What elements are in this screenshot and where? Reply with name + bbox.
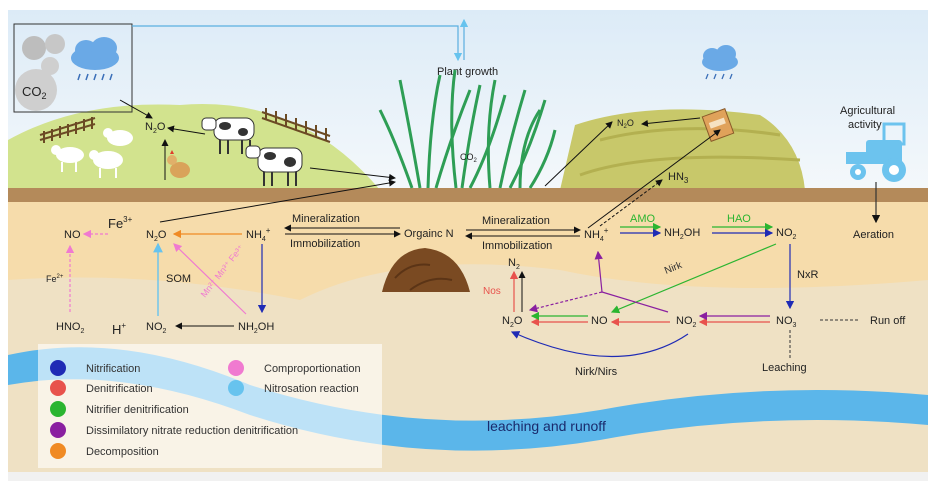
n2-label: N2 [508,257,520,271]
legend-label: Nitrification [86,363,140,375]
soil-top-layer [8,202,928,300]
nos-label: Nos [483,286,501,297]
legend-label: Comproportionation [264,363,361,375]
tractor-icon [846,122,906,182]
organic-n: Orgainc N [404,228,454,240]
co2-bubble [15,69,57,111]
nh2oh-right: NH2OH [664,227,700,241]
no-left: NO [64,229,81,241]
svg-text:CO2: CO2 [22,84,47,101]
immobilization-left: Immobilization [290,238,360,250]
fence-right [261,108,331,143]
rain-cloud-icon [71,37,119,81]
nirk-nirs-label: Nirk/Nirs [575,366,618,378]
immobilization-right: Immobilization [482,240,552,252]
nh4-left: NH4+ [246,226,271,243]
hplus-label: H+ [112,321,126,337]
ground-surface [8,188,928,202]
co2-box [13,23,133,113]
leaching-label: Leaching [762,362,807,374]
amo-label: AMO [630,213,656,225]
legend-swatch [228,360,244,376]
hao-label: HAO [727,213,751,225]
fence-left [39,117,96,143]
river [8,347,928,451]
legend-swatch [50,422,66,438]
hno2-label: HNO2 [56,321,84,335]
svg-text:activity: activity [848,119,882,131]
legend-swatch [50,360,66,376]
legend-panel [38,344,382,468]
fe3-label: Fe3+ [108,215,133,231]
chicken-icon [167,150,190,178]
svg-text:CO2: CO2 [460,152,478,164]
n2o-top-right: N2O [617,118,634,130]
legend-label: Dissimilatory nitrate reduction denitrif… [86,425,298,437]
legend-swatch [50,401,66,417]
no2-top-right: NO2 [776,227,797,241]
nh2oh-left: NH2OH [238,321,274,335]
manure-pile-icon [382,248,470,292]
leaching-runoff-title: leaching and runoff [487,418,606,434]
legend-label: Denitrification [86,383,153,395]
n2o-top-left: N2O [145,121,166,135]
cow-icon [201,117,255,154]
legend-swatch [50,443,66,459]
legend-swatch [228,380,244,396]
sheep-icon [51,128,133,178]
nxr-label: NxR [797,269,818,281]
svg-text:Plant growth: Plant growth [437,66,498,78]
svg-text:Aeration: Aeration [853,229,894,241]
mineralization-left: Mineralization [292,213,360,225]
mineralization-right: Mineralization [482,215,550,227]
cow-icon [245,145,303,186]
no-right: NO [591,315,608,327]
no2-mid-right: NO2 [676,315,697,329]
legend-label: Decomposition [86,446,159,458]
legend-swatch [50,380,66,396]
svg-text:Agricultural: Agricultural [840,105,895,117]
hn3-label: HN3 [668,171,689,185]
som-label: SOM [166,273,191,285]
run-off-label: Run off [870,315,906,327]
no2-left: NO2 [146,321,167,335]
legend-label: Nitrosation reaction [264,383,359,395]
no3-label: NO3 [776,315,797,329]
n2o-right: N2O [502,315,523,329]
fe2-label: Fe2+ [46,274,64,284]
legend-label: Nitrifier denitrification [86,404,189,416]
rain-cloud-icon [702,45,738,80]
fertilizer-bag-icon [701,108,735,142]
nh4-right: NH4+ [584,226,609,243]
plant-icon [378,69,557,189]
n2o-left: N2O [146,229,167,243]
